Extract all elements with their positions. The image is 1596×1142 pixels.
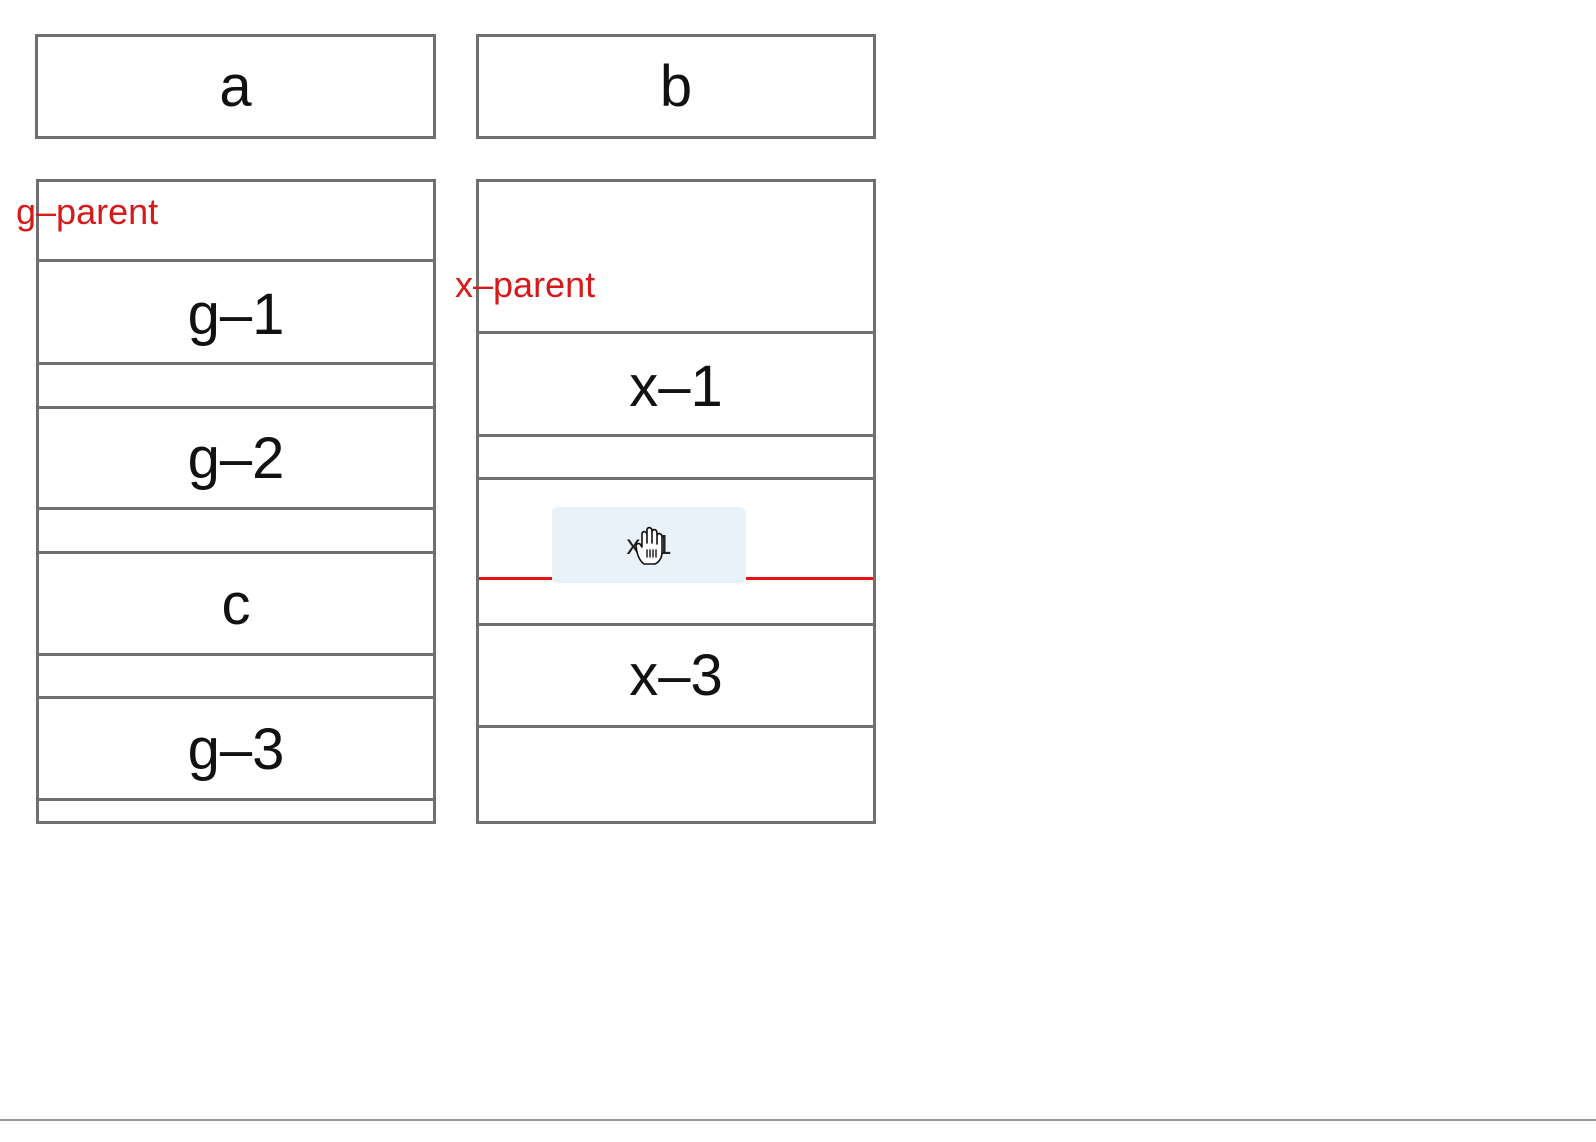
row-divider — [39, 798, 433, 801]
row-divider — [479, 477, 873, 480]
list-b: x–1 x–3 — [476, 179, 876, 824]
row-divider — [39, 259, 433, 262]
row-divider — [39, 507, 433, 510]
list-item-g-1[interactable]: g–1 — [187, 282, 285, 347]
list-item-g-3[interactable]: g–3 — [187, 717, 285, 782]
list-item-c[interactable]: c — [221, 572, 251, 637]
row-divider — [479, 331, 873, 334]
x-parent-label: x–parent — [455, 264, 596, 305]
row-divider — [39, 362, 433, 365]
row-divider — [479, 434, 873, 437]
drop-indicator-left — [479, 577, 552, 580]
drop-indicator-right — [746, 577, 873, 580]
header-b-label: b — [659, 53, 693, 119]
bottom-divider — [0, 1119, 1596, 1121]
list-item-g-2[interactable]: g–2 — [187, 426, 285, 491]
header-box-a[interactable]: a — [35, 34, 436, 139]
g-parent-label: g–parent — [16, 191, 159, 232]
row-divider — [479, 725, 873, 728]
header-box-b[interactable]: b — [476, 34, 876, 139]
row-divider — [39, 696, 433, 699]
row-divider — [39, 653, 433, 656]
row-divider — [39, 551, 433, 554]
grab-hand-icon — [635, 526, 663, 565]
header-a-label: a — [219, 53, 252, 119]
list-item-x-3[interactable]: x–3 — [629, 643, 723, 708]
list-a: g–1 g–2 c g–3 — [36, 179, 436, 824]
row-divider — [479, 623, 873, 626]
list-item-x-1[interactable]: x–1 — [629, 354, 723, 419]
row-divider — [39, 406, 433, 409]
